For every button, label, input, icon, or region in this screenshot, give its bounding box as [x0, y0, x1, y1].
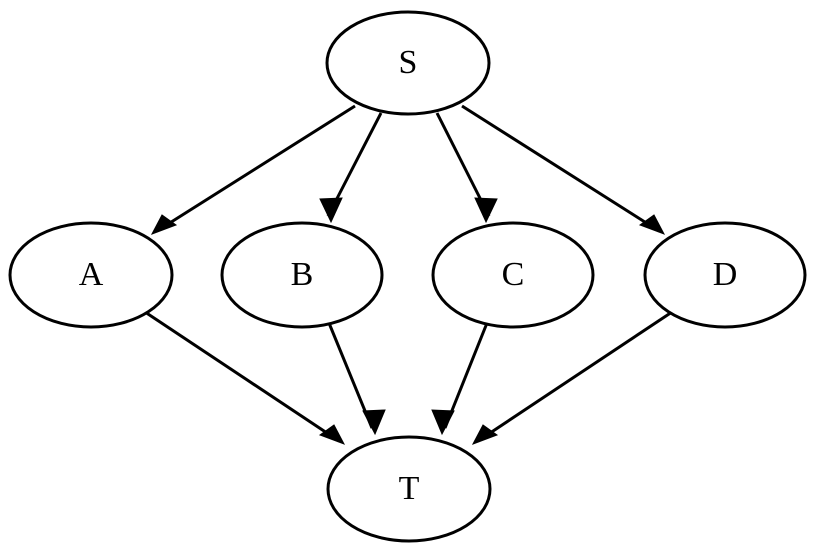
node-t[interactable]: T [326, 435, 492, 543]
edge-line-d-t [477, 310, 673, 443]
arrowhead-s-d [638, 214, 666, 235]
node-ellipse-c [431, 221, 595, 329]
arrowhead-s-b [319, 197, 343, 224]
node-a[interactable]: A [8, 221, 174, 329]
node-ellipse-b [220, 221, 384, 329]
edge-d-t[interactable] [471, 310, 673, 445]
arrowhead-s-c [474, 197, 498, 224]
arrowhead-a-t [318, 424, 346, 445]
node-ellipse-d [643, 221, 807, 329]
edge-line-a-t [144, 310, 340, 443]
edge-s-a[interactable] [150, 104, 356, 235]
node-ellipse-t [326, 435, 492, 543]
node-label-a: A [79, 256, 104, 293]
node-s[interactable]: S [325, 10, 491, 116]
edge-s-d[interactable] [461, 104, 666, 235]
node-label-b: B [291, 256, 314, 293]
node-label-d: D [713, 256, 738, 293]
arrowhead-c-t [431, 409, 455, 436]
node-label-t: T [399, 470, 420, 507]
arrowhead-d-t [471, 424, 499, 445]
node-d[interactable]: D [643, 221, 807, 329]
arrowhead-s-a [150, 214, 178, 235]
edge-b-t[interactable] [327, 322, 386, 436]
edge-s-b[interactable] [319, 112, 383, 224]
edges-layer [144, 104, 673, 445]
node-label-s: S [399, 44, 418, 81]
edge-line-s-a [156, 104, 356, 233]
node-ellipse-s [325, 10, 491, 116]
arrowhead-b-t [362, 409, 386, 436]
node-label-c: C [502, 256, 525, 293]
edge-c-t[interactable] [431, 322, 489, 436]
edge-a-t[interactable] [144, 310, 346, 445]
node-ellipse-a [8, 221, 174, 329]
edge-line-s-d [461, 104, 660, 233]
node-c[interactable]: C [431, 221, 595, 329]
nodes-layer: S A B C D T [8, 10, 807, 543]
node-b[interactable]: B [220, 221, 384, 329]
edge-s-c[interactable] [435, 112, 498, 224]
